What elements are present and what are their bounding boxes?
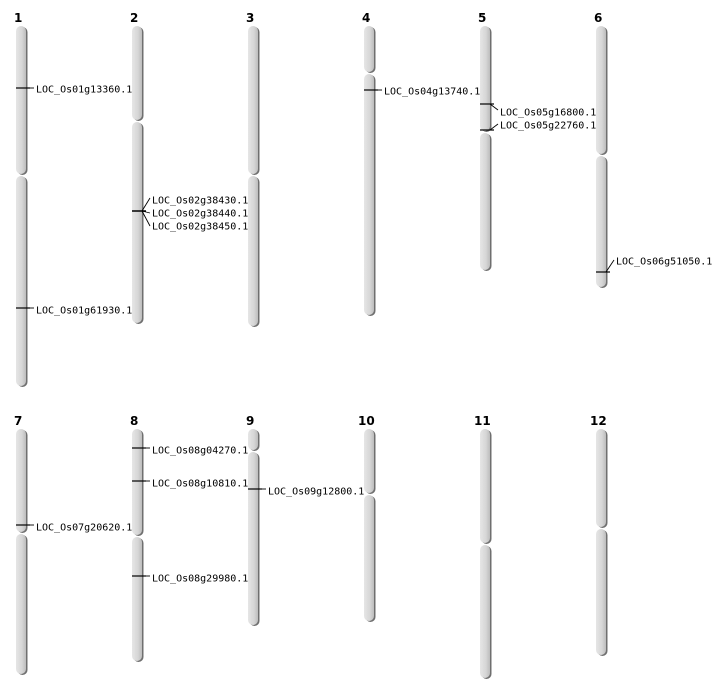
gene-marker: LOC_Os09g12800.1	[248, 487, 364, 498]
gene-marker: LOC_Os08g10810.1	[132, 479, 248, 490]
gene-label: LOC_Os08g29980.1	[152, 574, 248, 585]
chromosome-arm-q	[480, 545, 490, 678]
chromosome-number: 6	[594, 11, 602, 25]
chromosome-arm-p	[480, 26, 490, 131]
chromosome-number: 8	[130, 414, 138, 428]
chromosome-arm-q	[596, 156, 606, 287]
chromosome-number: 3	[246, 11, 254, 25]
gene-label: LOC_Os02g38450.1	[152, 222, 248, 233]
gene-label: LOC_Os05g22760.1	[500, 121, 596, 132]
gene-label: LOC_Os01g61930.1	[36, 306, 132, 317]
gene-label: LOC_Os09g12800.1	[268, 487, 364, 498]
gene-marker: LOC_Os05g22760.1	[480, 121, 596, 132]
chromosome-arm-q	[132, 122, 142, 323]
chromosome-arm-p	[364, 26, 374, 72]
chromosome-arm-q	[480, 133, 490, 270]
gene-label: LOC_Os08g10810.1	[152, 479, 248, 490]
chromosome-arm-q	[16, 534, 26, 674]
gene-label: LOC_Os04g13740.1	[384, 87, 480, 98]
gene-label: LOC_Os02g38430.1	[152, 196, 248, 207]
gene-marker: LOC_Os02g38440.1	[132, 209, 248, 220]
chromosome-arm-p	[596, 429, 606, 527]
chromosome-number: 2	[130, 11, 138, 25]
chromosome-arm-q	[364, 495, 374, 621]
chromosome-arm-q	[596, 529, 606, 655]
gene-label: LOC_Os08g04270.1	[152, 446, 248, 457]
gene-marker: LOC_Os01g13360.1	[16, 85, 132, 96]
chromosome-arm-q	[16, 176, 26, 386]
gene-marker: LOC_Os08g29980.1	[132, 574, 248, 585]
gene-marker: LOC_Os04g13740.1	[364, 87, 480, 98]
chromosome-number: 11	[474, 414, 491, 428]
chromosome-arm-q	[248, 176, 258, 326]
chromosome-8: 8LOC_Os08g04270.1LOC_Os08g10810.1LOC_Os0…	[130, 414, 248, 662]
chromosome-number: 12	[590, 414, 607, 428]
chromosome-arm-p	[248, 429, 258, 450]
chromosome-arm-q	[132, 537, 142, 661]
chromosome-number: 10	[358, 414, 375, 428]
chromosome-10: 10	[358, 414, 376, 622]
chromosome-number: 7	[14, 414, 22, 428]
gene-marker: LOC_Os07g20620.1	[16, 523, 132, 534]
chromosome-2: 2LOC_Os02g38430.1LOC_Os02g38440.1LOC_Os0…	[130, 11, 248, 324]
gene-marker: LOC_Os05g16800.1	[480, 103, 596, 119]
gene-label: LOC_Os07g20620.1	[36, 523, 132, 534]
gene-marker: LOC_Os02g38450.1	[132, 210, 248, 233]
gene-marker: LOC_Os01g61930.1	[16, 306, 132, 317]
gene-label: LOC_Os02g38440.1	[152, 209, 248, 220]
chromosome-arm-p	[16, 26, 26, 174]
chromosome-arm-p	[364, 429, 374, 493]
gene-marker: LOC_Os08g04270.1	[132, 446, 248, 457]
gene-label: LOC_Os06g51050.1	[616, 257, 712, 268]
chromosome-arm-p	[248, 26, 258, 174]
gene-marker: LOC_Os06g51050.1	[596, 257, 712, 273]
chromosome-arm-p	[480, 429, 490, 543]
chromosome-arm-q	[248, 452, 258, 625]
chromosome-number: 1	[14, 11, 22, 25]
gene-label: LOC_Os05g16800.1	[500, 108, 596, 119]
chromosome-arm-p	[16, 429, 26, 532]
chromosome-number: 5	[478, 11, 486, 25]
chromosome-number: 4	[362, 11, 370, 25]
chromosome-arm-p	[132, 429, 142, 535]
chromosome-number: 9	[246, 414, 254, 428]
chromosome-11: 11	[474, 414, 492, 679]
gene-label: LOC_Os01g13360.1	[36, 85, 132, 96]
chromosome-arm-q	[364, 74, 374, 315]
chromosome-12: 12	[590, 414, 608, 656]
chromosome-3: 3	[246, 11, 260, 327]
chromosome-arm-p	[132, 26, 142, 120]
chromosome-arm-p	[596, 26, 606, 154]
